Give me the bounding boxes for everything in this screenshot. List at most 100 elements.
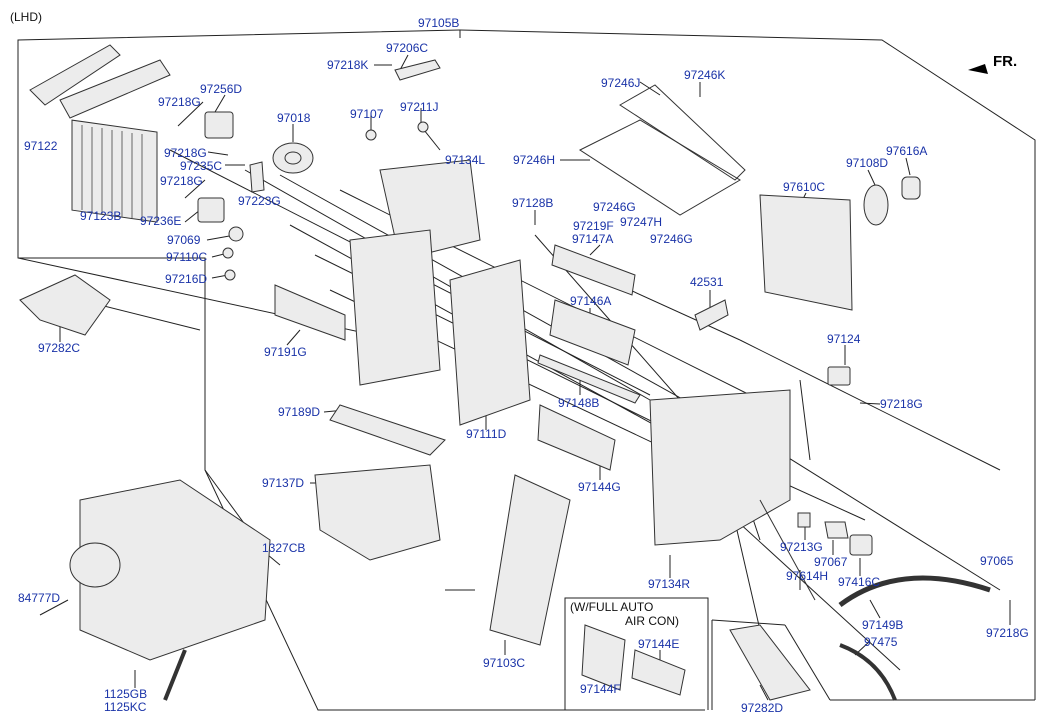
option-box — [564, 597, 709, 710]
panel-part — [549, 299, 636, 366]
heater-pipe-part — [59, 59, 171, 119]
panel-part — [537, 404, 616, 471]
part-label-97235C: 97235C — [180, 159, 223, 173]
part-label-97218G: 97218G — [158, 95, 201, 109]
seal-part — [619, 84, 746, 181]
lever-part — [249, 161, 265, 193]
door-link-part — [394, 59, 441, 81]
part-label-97246G: 97246G — [650, 232, 693, 246]
assembly-boundary-line — [17, 29, 461, 346]
cover-part — [329, 404, 446, 456]
actuator-part — [849, 534, 873, 556]
lower-case-part — [314, 464, 441, 561]
part-label-97018: 97018 — [277, 111, 311, 125]
part-label-97123B: 97123B — [80, 209, 122, 223]
part-label-1327CB: 1327CB — [262, 541, 306, 555]
leader-line — [629, 289, 741, 341]
variant-label: (LHD) — [10, 10, 42, 24]
blower-motor-part — [69, 542, 121, 588]
part-label-97616A: 97616A — [886, 144, 928, 158]
part-label-97256D: 97256D — [200, 82, 243, 96]
option-note-line1: (W/FULL AUTO — [570, 600, 654, 614]
duct-part — [19, 274, 111, 336]
leader-line — [739, 339, 1001, 471]
part-label-97206C: 97206C — [386, 41, 429, 55]
part-label-97067: 97067 — [814, 555, 848, 569]
part-label-97218G: 97218G — [164, 146, 207, 160]
part-label-97149B: 97149B — [862, 618, 904, 632]
leader-line — [399, 54, 409, 71]
part-label-97137D: 97137D — [262, 476, 305, 490]
front-direction-arrow-icon — [968, 64, 988, 74]
part-label-97069: 97069 — [167, 233, 201, 247]
part-label-97107: 97107 — [350, 107, 384, 121]
leader-line — [869, 599, 881, 619]
panel-part — [631, 649, 686, 696]
part-label-97218G: 97218G — [880, 397, 923, 411]
part-label-97148B: 97148B — [558, 396, 600, 410]
part-label-97216D: 97216D — [165, 272, 208, 286]
actuator-part — [197, 197, 225, 223]
part-label-97105B: 97105B — [418, 16, 460, 30]
part-label-97110C: 97110C — [166, 250, 208, 264]
evaporator-part — [759, 194, 853, 311]
grommet-part — [417, 121, 429, 133]
part-label-97134R: 97134R — [648, 577, 691, 591]
part-label-97144G: 97144G — [578, 480, 621, 494]
part-label-97134L: 97134L — [445, 153, 486, 167]
part-label-97247H: 97247H — [620, 215, 663, 229]
drain-hose-part — [163, 649, 187, 701]
panel-part — [581, 624, 626, 691]
leader-line — [589, 244, 601, 256]
clip-part — [228, 226, 244, 242]
part-label-97416C: 97416C — [838, 575, 881, 589]
leader-line — [244, 169, 651, 401]
clip-part — [824, 521, 849, 539]
leader-line — [905, 157, 911, 176]
part-label-97218G: 97218G — [986, 626, 1029, 640]
actuator-part — [204, 111, 234, 139]
part-label-97282D: 97282D — [741, 701, 784, 715]
part-label-1125KC: 1125KC — [104, 700, 147, 714]
hose-part — [838, 575, 991, 608]
leader-line — [784, 624, 831, 701]
leader-line — [759, 439, 1001, 591]
part-label-97144F: 97144F — [580, 682, 621, 696]
part-label-97146A: 97146A — [570, 294, 612, 308]
leader-line — [177, 101, 204, 127]
heater-core-part — [71, 119, 158, 223]
part-label-97218K: 97218K — [327, 58, 369, 72]
part-label-97103C: 97103C — [483, 656, 526, 670]
part-label-97124: 97124 — [827, 332, 861, 346]
part-label-42531: 42531 — [690, 275, 724, 289]
leader-line — [286, 329, 301, 346]
part-label-97128B: 97128B — [512, 196, 554, 210]
motor-hub — [284, 151, 302, 165]
clip-part — [222, 247, 234, 259]
sensor-part — [827, 366, 851, 386]
heater-pipe-part — [29, 44, 121, 106]
panel-part — [551, 244, 636, 296]
part-label-97218G: 97218G — [160, 174, 203, 188]
cable-part — [839, 643, 897, 701]
part-label-97246K: 97246K — [684, 68, 726, 82]
part-label-97108D: 97108D — [846, 156, 889, 170]
cap-part — [901, 176, 921, 200]
leader-line — [799, 379, 811, 461]
bracket-part — [694, 299, 729, 331]
part-label-97144E: 97144E — [638, 637, 680, 651]
strip-part — [537, 354, 641, 404]
duct-part — [729, 624, 811, 701]
blower-unit-part — [79, 479, 271, 661]
leader-line — [711, 619, 786, 626]
clip-part — [797, 512, 811, 528]
case-middle-part — [449, 259, 531, 426]
grommet-part — [863, 184, 889, 226]
part-label-97065: 97065 — [980, 554, 1014, 568]
part-label-97246G: 97246G — [593, 200, 636, 214]
part-label-1125GB: 1125GB — [104, 687, 148, 701]
part-label-97610C: 97610C — [783, 180, 826, 194]
part-label-97475: 97475 — [864, 635, 898, 649]
grommet-part — [365, 129, 377, 141]
